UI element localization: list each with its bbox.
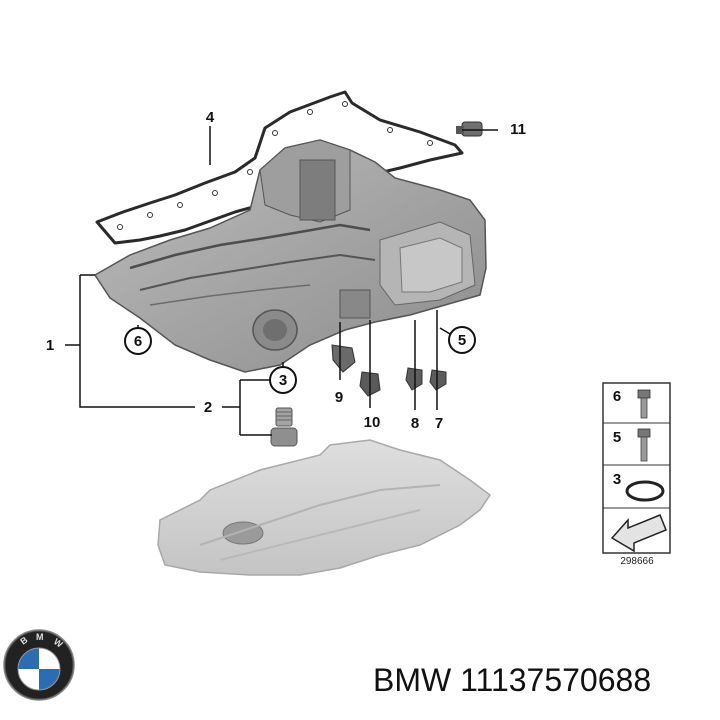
- legend-seal-ring: [625, 480, 665, 502]
- callout-3-circle: [269, 366, 297, 394]
- legend-label-6: 6: [613, 388, 621, 405]
- legend-label-5: 5: [613, 429, 621, 446]
- callout-5-circle: [448, 326, 476, 354]
- sensor-9: [331, 344, 356, 373]
- drain-plug: [270, 407, 298, 447]
- callouts: 4 11 1 2 6 3 5 9 10 8 7: [46, 109, 526, 432]
- callout-5: 5: [458, 332, 466, 349]
- legend-bolt-5: [637, 428, 651, 462]
- sensor-7: [429, 369, 447, 391]
- diagram-reference-number: 298666: [620, 556, 654, 567]
- callout-6-circle: [124, 327, 152, 355]
- callout-7: 7: [435, 415, 443, 432]
- callout-6: 6: [134, 333, 142, 350]
- svg-text:B: B: [18, 634, 29, 646]
- sensor-8: [405, 367, 423, 391]
- legend-box: 6 5 3: [602, 382, 671, 554]
- callout-2: 2: [204, 399, 212, 416]
- callout-1: 1: [46, 337, 54, 354]
- bmw-logo: B M W: [3, 629, 75, 701]
- bolt-11: [456, 121, 483, 137]
- callout-8: 8: [411, 415, 419, 432]
- engine-underbody-cover: [157, 439, 492, 576]
- part-number-caption: BMW 11137570688: [373, 662, 652, 698]
- legend-label-3: 3: [613, 471, 621, 488]
- callout-10: 10: [364, 414, 381, 431]
- oil-pan-gasket: [95, 90, 464, 245]
- callout-4: 4: [206, 109, 215, 126]
- legend-bolt-6: [637, 389, 651, 419]
- callout-9: 9: [335, 389, 343, 406]
- svg-text:M: M: [36, 632, 44, 642]
- oil-pan: [93, 139, 487, 373]
- legend-arrow-icon: [610, 514, 667, 553]
- callout-3: 3: [279, 372, 287, 389]
- callout-11: 11: [510, 121, 526, 138]
